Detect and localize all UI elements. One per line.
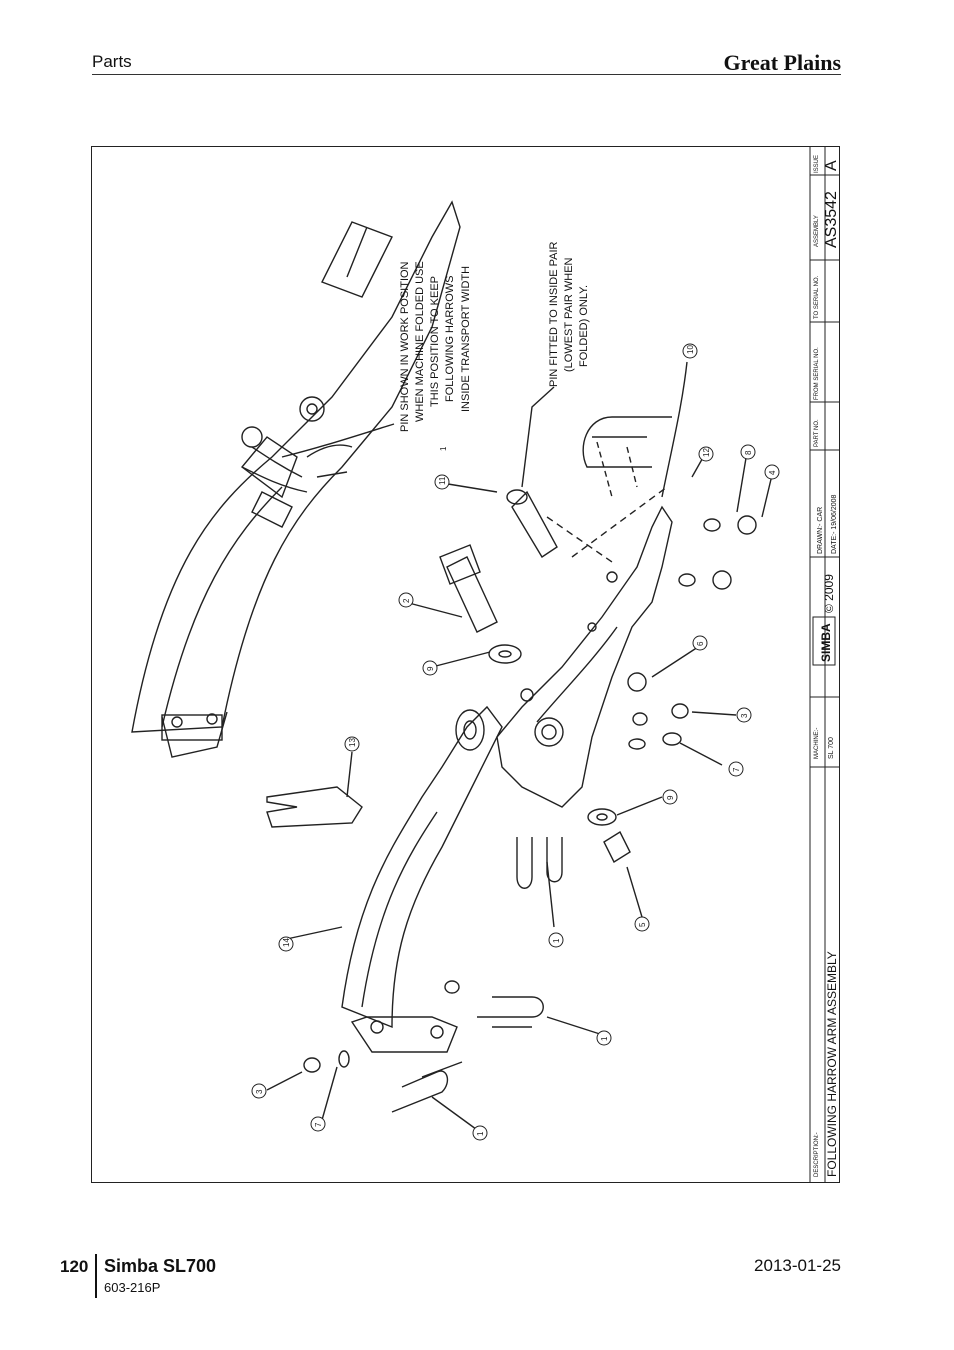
callout-label: 1 xyxy=(552,938,561,943)
parts-diagram: 2 9 11 12 8 4 10 3 7 6 9 5 1 1 13 14 3 7… xyxy=(131,147,839,1182)
svg-text:PIN FITTED TO INSIDE PAIR: PIN FITTED TO INSIDE PAIR xyxy=(548,241,560,387)
svg-text:FOLLOWING HARROWS: FOLLOWING HARROWS xyxy=(444,275,456,402)
svg-text:THIS POSITION TO KEEP: THIS POSITION TO KEEP xyxy=(429,276,441,407)
publication-date: 2013-01-25 xyxy=(754,1256,841,1275)
callout-label: 1 xyxy=(476,1131,485,1136)
svg-text:DESCRIPTION:-: DESCRIPTION:- xyxy=(814,1132,820,1177)
page-number: 120 xyxy=(60,1257,89,1276)
callout-label: 9 xyxy=(666,795,675,800)
callout-label: 1 xyxy=(600,1036,609,1041)
callout-circles xyxy=(251,343,780,1141)
svg-text:PIN SHOWN IN WORK POSITION: PIN SHOWN IN WORK POSITION xyxy=(399,261,411,432)
callout-label: 9 xyxy=(426,666,435,671)
callout-label: 5 xyxy=(638,922,647,927)
svg-text:WHEN MACHINE FOLDED USE: WHEN MACHINE FOLDED USE xyxy=(414,261,426,422)
callout-label: 10 xyxy=(686,345,695,354)
svg-text:MACHINE:-: MACHINE:- xyxy=(814,728,820,759)
simba-logo: SIMBA xyxy=(819,623,833,662)
callout-label: 14 xyxy=(282,938,291,947)
note-pin-position: PIN SHOWN IN WORK POSITION WHEN MACHINE … xyxy=(399,261,472,432)
callout-label: 3 xyxy=(255,1089,264,1094)
svg-text:ASSEMBLY: ASSEMBLY xyxy=(814,215,820,247)
svg-text:AS3542: AS3542 xyxy=(823,191,839,248)
diagram-linework xyxy=(131,200,773,1133)
header-rule xyxy=(92,74,841,75)
title-block: ISSUE A ASSEMBLY AS3542 TO SERIAL NO. FR… xyxy=(809,147,839,1182)
manual-code: 603-216P xyxy=(104,1280,161,1295)
svg-text:FROM SERIAL NO.: FROM SERIAL NO. xyxy=(814,347,820,400)
callout-label: 7 xyxy=(732,767,741,772)
svg-text:INSIDE TRANSPORT WIDTH: INSIDE TRANSPORT WIDTH xyxy=(460,266,472,412)
svg-text:A: A xyxy=(823,160,839,171)
callout-label: 11 xyxy=(438,476,447,485)
svg-text:(LOWEST PAIR WHEN: (LOWEST PAIR WHEN xyxy=(563,257,575,372)
callout-label: 8 xyxy=(744,450,753,455)
svg-text:FOLDED) ONLY.: FOLDED) ONLY. xyxy=(578,285,590,367)
footer-divider xyxy=(95,1254,97,1298)
callout-label: 6 xyxy=(696,641,705,646)
callout-label: 1 xyxy=(439,446,448,451)
svg-text:DRAWN:- CAR: DRAWN:- CAR xyxy=(817,507,824,554)
callout-label: 13 xyxy=(348,738,357,747)
callout-numbers: 2 9 11 12 8 4 10 3 7 6 9 5 1 1 13 14 3 7… xyxy=(255,345,777,1136)
callout-label: 3 xyxy=(740,713,749,718)
svg-text:© 2009: © 2009 xyxy=(822,574,836,613)
callout-label: 4 xyxy=(768,470,777,475)
svg-text:DATE:- 19/06/2008: DATE:- 19/06/2008 xyxy=(831,494,838,554)
svg-text:ISSUE: ISSUE xyxy=(814,155,820,173)
brand-logo: Great Plains xyxy=(723,50,841,75)
callout-label: 12 xyxy=(702,448,711,457)
manual-title: Simba SL700 xyxy=(104,1256,217,1276)
svg-text:PART NO.: PART NO. xyxy=(814,419,820,447)
svg-text:SL 700: SL 700 xyxy=(828,737,835,759)
callout-label: 2 xyxy=(402,598,411,603)
drawing-frame: 2 9 11 12 8 4 10 3 7 6 9 5 1 1 13 14 3 7… xyxy=(91,146,840,1183)
svg-text:FOLLOWING HARROW ARM ASSEMBLY: FOLLOWING HARROW ARM ASSEMBLY xyxy=(825,951,839,1177)
svg-text:TO SERIAL NO.: TO SERIAL NO. xyxy=(814,275,820,319)
note-pin-fitted: PIN FITTED TO INSIDE PAIR (LOWEST PAIR W… xyxy=(548,241,590,387)
section-title: Parts xyxy=(92,52,132,71)
callout-label: 7 xyxy=(314,1122,323,1127)
